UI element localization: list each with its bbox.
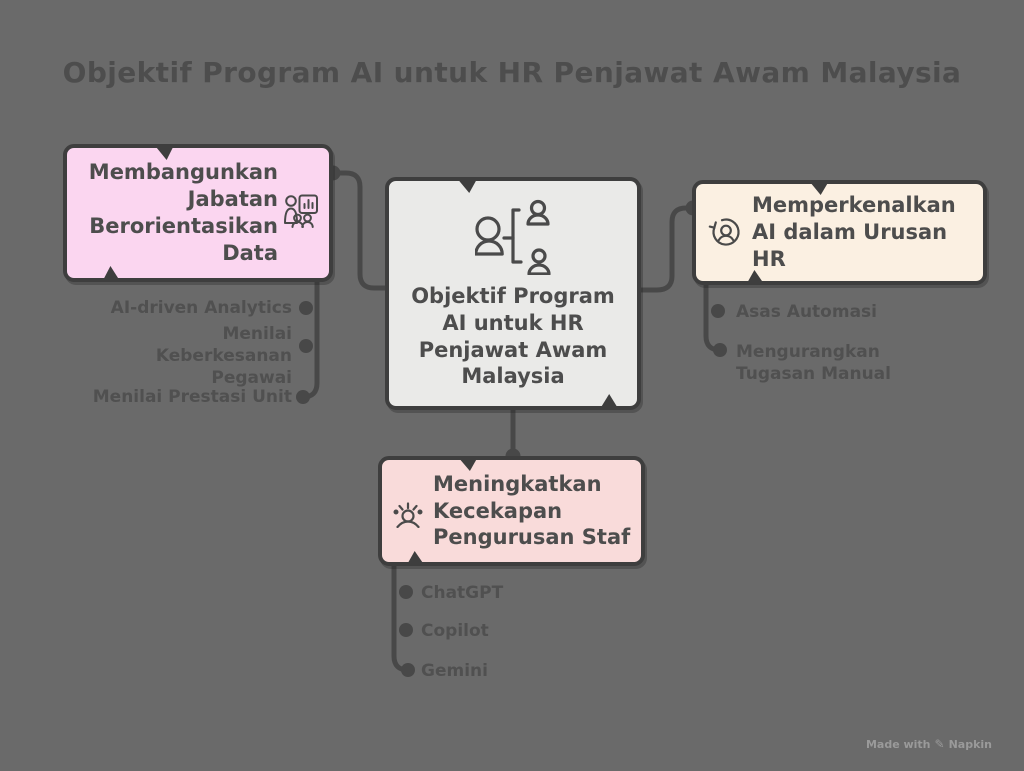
node-label: Objektif Program AI untuk HR Penjawat Aw… xyxy=(411,283,615,391)
sub-item-chatgpt[interactable]: ChatGPT xyxy=(421,582,504,603)
spine-right-items xyxy=(703,282,723,353)
node-label-line: Malaysia xyxy=(461,364,565,389)
node-label: Memperkenalkan AI dalam Urusan HR xyxy=(752,192,956,273)
node-label-line: HR xyxy=(752,246,786,271)
node-membangunkan-jabatan[interactable]: Membangunkan Jabatan Berorientasikan Dat… xyxy=(63,144,333,282)
torn-edge xyxy=(601,394,618,407)
sub-item-asas-automasi[interactable]: Asas Automasi xyxy=(736,301,877,322)
torn-edge xyxy=(103,266,119,279)
torn-edge xyxy=(458,180,477,193)
sub-item-copilot[interactable]: Copilot xyxy=(421,620,489,641)
connector-left-branch xyxy=(330,170,389,291)
presentation-analytics-icon xyxy=(284,194,318,228)
node-label-line: Jabatan xyxy=(187,187,278,212)
torn-edge xyxy=(407,551,423,563)
diagram-title: Objektif Program AI untuk HR Penjawat Aw… xyxy=(62,56,962,89)
node-label-line: Penjawat Awam xyxy=(418,337,608,362)
spine-left-items xyxy=(300,279,320,400)
sub-item-ai-driven-analytics[interactable]: AI-driven Analytics xyxy=(110,297,292,318)
node-meningkatkan-kecekapan[interactable]: Meningkatkan Kecekapan Pengurusan Staf xyxy=(378,456,645,566)
sub-item-menilai-keberkesanan[interactable]: Menilai Keberkesanan Pegawai xyxy=(155,323,292,389)
sub-item-menilai-prestasi[interactable]: Menilai Prestasi Unit xyxy=(92,386,292,407)
node-label-line: AI untuk HR xyxy=(442,310,584,335)
people-hierarchy-icon xyxy=(475,199,551,275)
watermark-brand: Napkin xyxy=(948,737,992,751)
node-label-line: Objektif Program xyxy=(411,283,615,308)
node-label: Membangunkan Jabatan Berorientasikan Dat… xyxy=(77,159,278,267)
node-label-line: AI dalam Urusan xyxy=(752,220,948,245)
pen-icon: ✎ xyxy=(934,737,945,751)
node-label-line: Membangunkan xyxy=(88,160,278,185)
node-label-line: Pengurusan Staf xyxy=(433,525,631,550)
node-label: Meningkatkan Kecekapan Pengurusan Staf xyxy=(433,471,630,552)
connector-right-branch xyxy=(638,205,696,293)
node-label-line: Kecekapan xyxy=(433,498,563,523)
person-spark-icon xyxy=(393,502,423,528)
node-memperkenalkan-ai[interactable]: Memperkenalkan AI dalam Urusan HR xyxy=(692,180,987,285)
sub-item-mengurangkan-tugasan[interactable]: Mengurangkan Tugasan Manual xyxy=(736,341,891,384)
node-objektif-program[interactable]: Objektif Program AI untuk HR Penjawat Aw… xyxy=(385,177,641,410)
node-label-line: Memperkenalkan xyxy=(752,193,956,218)
torn-edge xyxy=(459,459,477,471)
node-label-line: Data xyxy=(222,240,278,265)
torn-edge xyxy=(156,147,174,160)
node-label-line: Berorientasikan xyxy=(89,214,278,238)
node-label-line: Meningkatkan xyxy=(433,471,602,496)
person-automation-icon xyxy=(708,217,740,246)
watermark: Made with ✎ Napkin xyxy=(866,737,992,751)
watermark-prefix: Made with xyxy=(865,737,931,751)
spine-bottom-items xyxy=(391,563,411,673)
sub-item-gemini[interactable]: Gemini xyxy=(421,660,488,681)
